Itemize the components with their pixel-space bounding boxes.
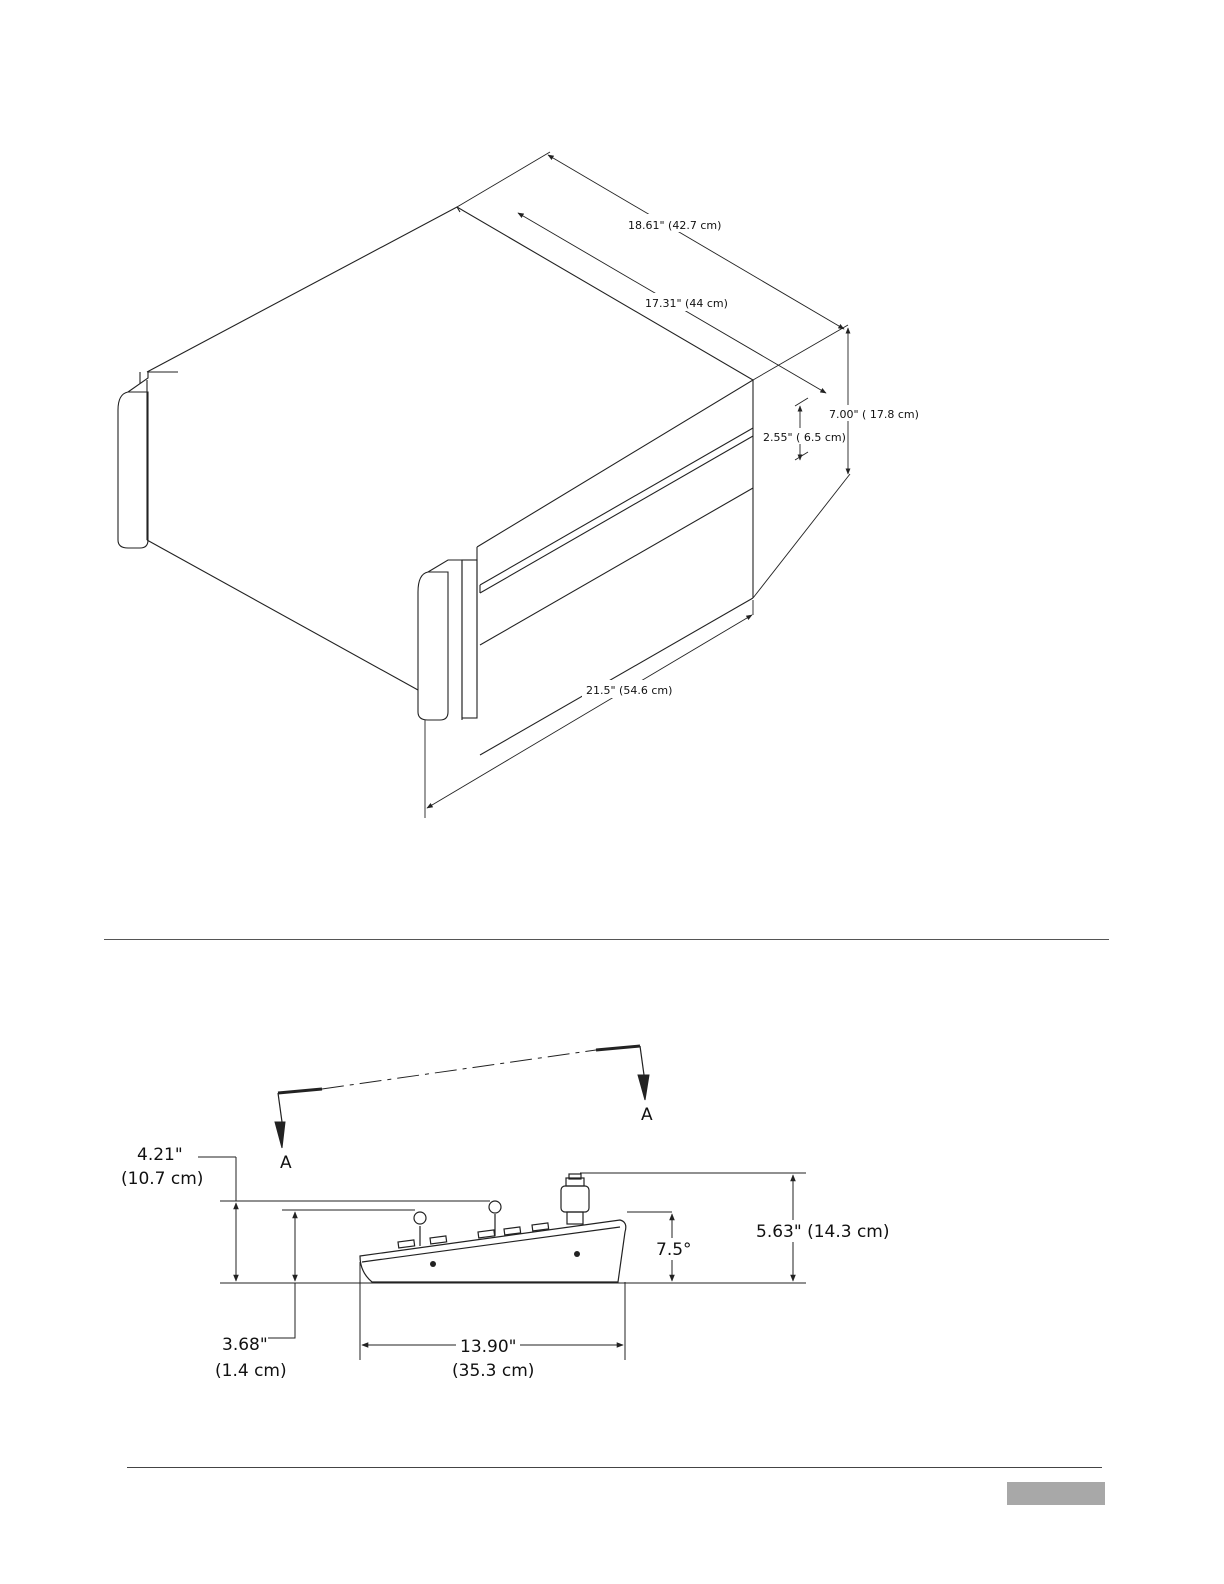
total-height-label: 5.63" (14.3 cm): [756, 1222, 890, 1242]
section-mark-right: A: [641, 1105, 653, 1125]
rack-frame-body: [118, 207, 753, 755]
front-height-metric-label: (1.4 cm): [215, 1361, 287, 1381]
control-surface-body: [360, 1174, 626, 1282]
rack-depth-outer-label: 18.61" (42.7 cm): [628, 219, 721, 232]
rack-height-label: 7.00" ( 17.8 cm): [829, 408, 919, 421]
page-number-tab: [1007, 1482, 1105, 1505]
section-line: [275, 1046, 649, 1148]
depth-metric-label: (35.3 cm): [452, 1361, 534, 1381]
angle-label: 7.5°: [656, 1240, 692, 1260]
surface-dimension-lines: [198, 1157, 806, 1360]
footer-rule: [127, 1467, 1102, 1468]
rack-panel-height-label: 2.55" ( 6.5 cm): [763, 431, 846, 444]
rack-width-label: 21.5" (54.6 cm): [586, 684, 672, 697]
control-surface-diagram: A A: [0, 1030, 1224, 1450]
rack-dimension-labels: 18.61" (42.7 cm) 17.31" (44 cm) 7.00" ( …: [582, 214, 919, 698]
front-height-label: 3.68": [222, 1335, 268, 1355]
rack-depth-inner-label: 17.31" (44 cm): [645, 297, 728, 310]
joystick-height-label: 4.21": [137, 1145, 183, 1165]
screw-dot-right: [574, 1251, 580, 1257]
screw-dot-left: [430, 1261, 436, 1267]
joystick-height-metric-label: (10.7 cm): [121, 1169, 203, 1189]
depth-label: 13.90": [460, 1337, 517, 1357]
section-divider: [104, 939, 1109, 940]
rack-frame-diagram: 18.61" (42.7 cm) 17.31" (44 cm) 7.00" ( …: [0, 0, 1224, 900]
rack-dimension-lines: [425, 152, 850, 818]
section-mark-left: A: [280, 1153, 292, 1173]
